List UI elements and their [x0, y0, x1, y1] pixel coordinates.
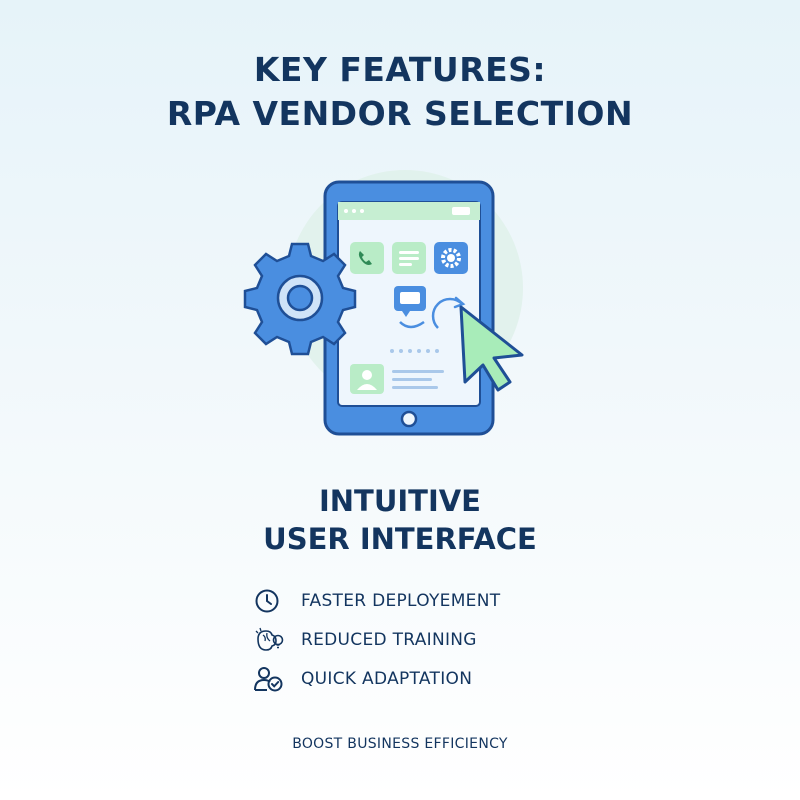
- feature-list: FASTER DEPLOYEMENT REDUCED TRAINING QUIC…: [254, 588, 574, 705]
- user-icon: [350, 364, 444, 394]
- text-tile-icon: [392, 242, 426, 274]
- feature-heading-line-1: INTUITIVE: [318, 484, 481, 518]
- feature-heading-line-2: USER INTERFACE: [263, 522, 537, 556]
- chat-icon: [394, 286, 426, 317]
- page-title: KEY FEATURES: RPA VENDOR SELECTION: [0, 48, 800, 136]
- phone-icon: [350, 242, 384, 274]
- user-check-icon: [254, 666, 284, 692]
- feature-item-faster-deployment: FASTER DEPLOYEMENT: [254, 588, 574, 614]
- brain-lightbulb-icon: [254, 627, 284, 653]
- feature-item-quick-adaptation: QUICK ADAPTATION: [254, 666, 574, 692]
- refresh-arrows-icon: [399, 296, 466, 329]
- title-line-1: KEY FEATURES:: [253, 50, 547, 89]
- title-line-2: RPA VENDOR SELECTION: [166, 94, 634, 133]
- clock-icon: [254, 588, 284, 614]
- footer-tagline: BOOST BUSINESS EFFICIENCY: [292, 736, 508, 752]
- gear-icon: [243, 242, 357, 356]
- feature-item-reduced-training: REDUCED TRAINING: [254, 627, 574, 653]
- feature-item-label: REDUCED TRAINING: [301, 630, 477, 650]
- dots-row: [390, 349, 439, 353]
- feature-item-label: FASTER DEPLOYEMENT: [301, 591, 501, 611]
- cursor-arrow-icon: [459, 305, 524, 392]
- feature-heading: INTUITIVE USER INTERFACE: [0, 482, 800, 558]
- feature-item-label: QUICK ADAPTATION: [301, 669, 473, 689]
- tablet-illustration: [243, 170, 524, 436]
- settings-icon: [434, 242, 468, 274]
